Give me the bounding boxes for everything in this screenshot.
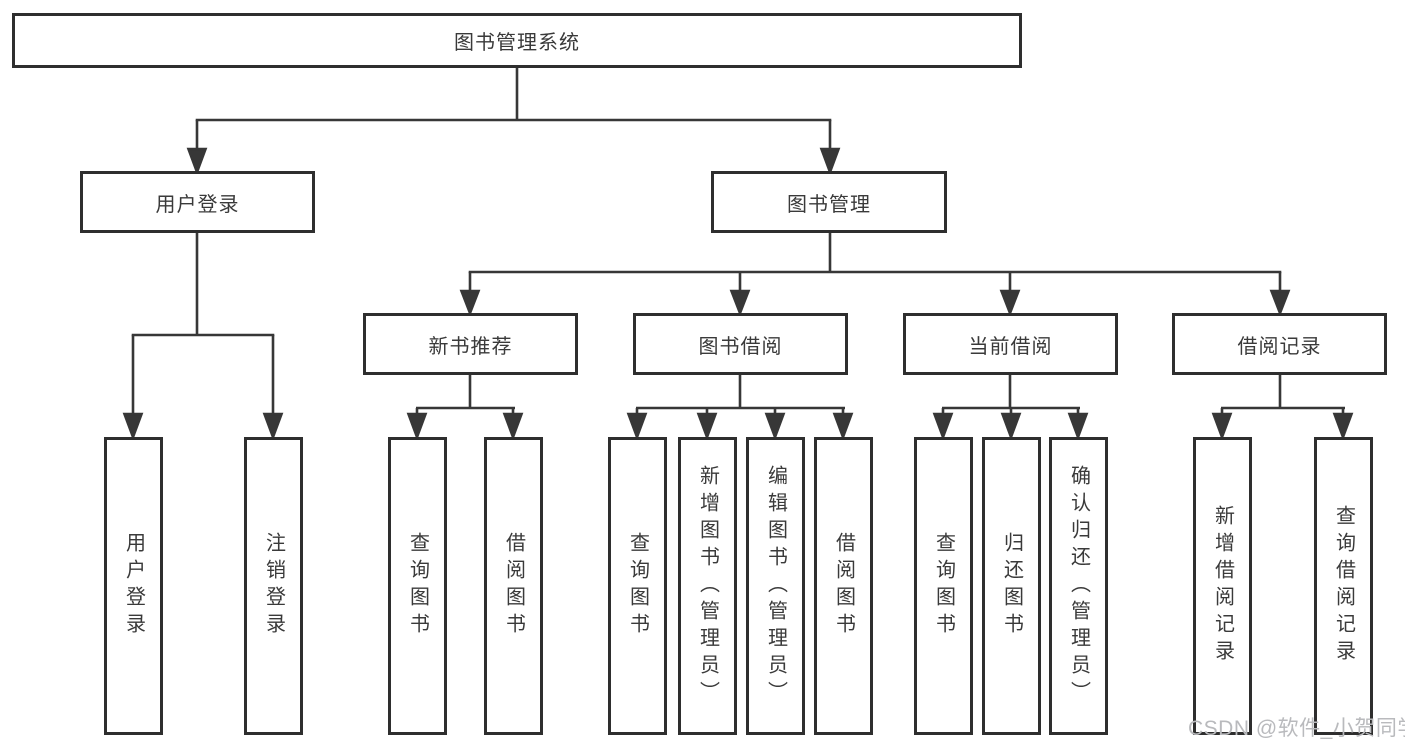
leaf-borrow-books: 借阅图书 <box>484 437 543 735</box>
connector-current-borrow-to-leaves <box>932 375 1089 441</box>
connector-book-mgmt-to-level3 <box>459 233 1291 317</box>
leaf-add-books-admin: 新增图书（管理员） <box>678 437 737 735</box>
node-current-borrowing: 当前借阅 <box>903 313 1118 375</box>
leaf-logout: 注销登录 <box>244 437 303 735</box>
leaf-label: 归还图书 <box>1000 532 1023 640</box>
node-user-login-branch: 用户登录 <box>80 171 315 233</box>
leaf-label: 借阅图书 <box>832 532 855 640</box>
leaf-user-login: 用户登录 <box>104 437 163 735</box>
connector-root-to-level2 <box>186 68 841 176</box>
leaf-label: 确认归还（管理员） <box>1067 464 1090 708</box>
connector-book-borrow-to-leaves <box>626 375 854 441</box>
leaf-label: 查询图书 <box>932 532 955 640</box>
csdn-watermark: CSDN @软件_小贺同学 <box>1188 717 1405 740</box>
leaf-label: 新增借阅记录 <box>1211 505 1234 667</box>
node-label: 当前借阅 <box>968 335 1053 358</box>
leaf-label: 查询借阅记录 <box>1332 505 1355 667</box>
leaf-label: 编辑图书（管理员） <box>764 464 787 708</box>
leaf-return-books: 归还图书 <box>982 437 1041 735</box>
node-root-system: 图书管理系统 <box>12 13 1022 68</box>
leaf-add-borrow-record: 新增借阅记录 <box>1193 437 1252 735</box>
leaf-label: 新增图书（管理员） <box>696 464 719 708</box>
node-borrowing-records: 借阅记录 <box>1172 313 1387 375</box>
leaf-query-books: 查询图书 <box>388 437 447 735</box>
leaf-label: 查询图书 <box>406 532 429 640</box>
leaf-label: 借阅图书 <box>502 532 525 640</box>
leaf-query-borrow-record: 查询借阅记录 <box>1314 437 1373 735</box>
connector-new-book-to-leaves <box>406 375 524 441</box>
node-book-borrowing: 图书借阅 <box>633 313 848 375</box>
node-new-book-recommend: 新书推荐 <box>363 313 578 375</box>
node-label: 借阅记录 <box>1237 335 1322 358</box>
node-book-management-branch: 图书管理 <box>711 171 947 233</box>
connector-borrow-record-to-leaves <box>1211 375 1354 441</box>
leaf-borrow-books: 借阅图书 <box>814 437 873 735</box>
leaf-label: 用户登录 <box>122 532 145 640</box>
node-label: 图书管理 <box>787 193 871 216</box>
leaf-query-books: 查询图书 <box>914 437 973 735</box>
leaf-label: 注销登录 <box>262 532 285 640</box>
node-root-label: 图书管理系统 <box>454 32 580 54</box>
leaf-query-books: 查询图书 <box>608 437 667 735</box>
node-label: 用户登录 <box>155 193 240 216</box>
node-label: 新书推荐 <box>428 335 513 358</box>
node-label: 图书借阅 <box>698 335 783 358</box>
leaf-label: 查询图书 <box>626 532 649 640</box>
leaf-confirm-return-admin: 确认归还（管理员） <box>1049 437 1108 735</box>
connector-user-login-to-leaves <box>122 233 284 441</box>
leaf-edit-books-admin: 编辑图书（管理员） <box>746 437 805 735</box>
